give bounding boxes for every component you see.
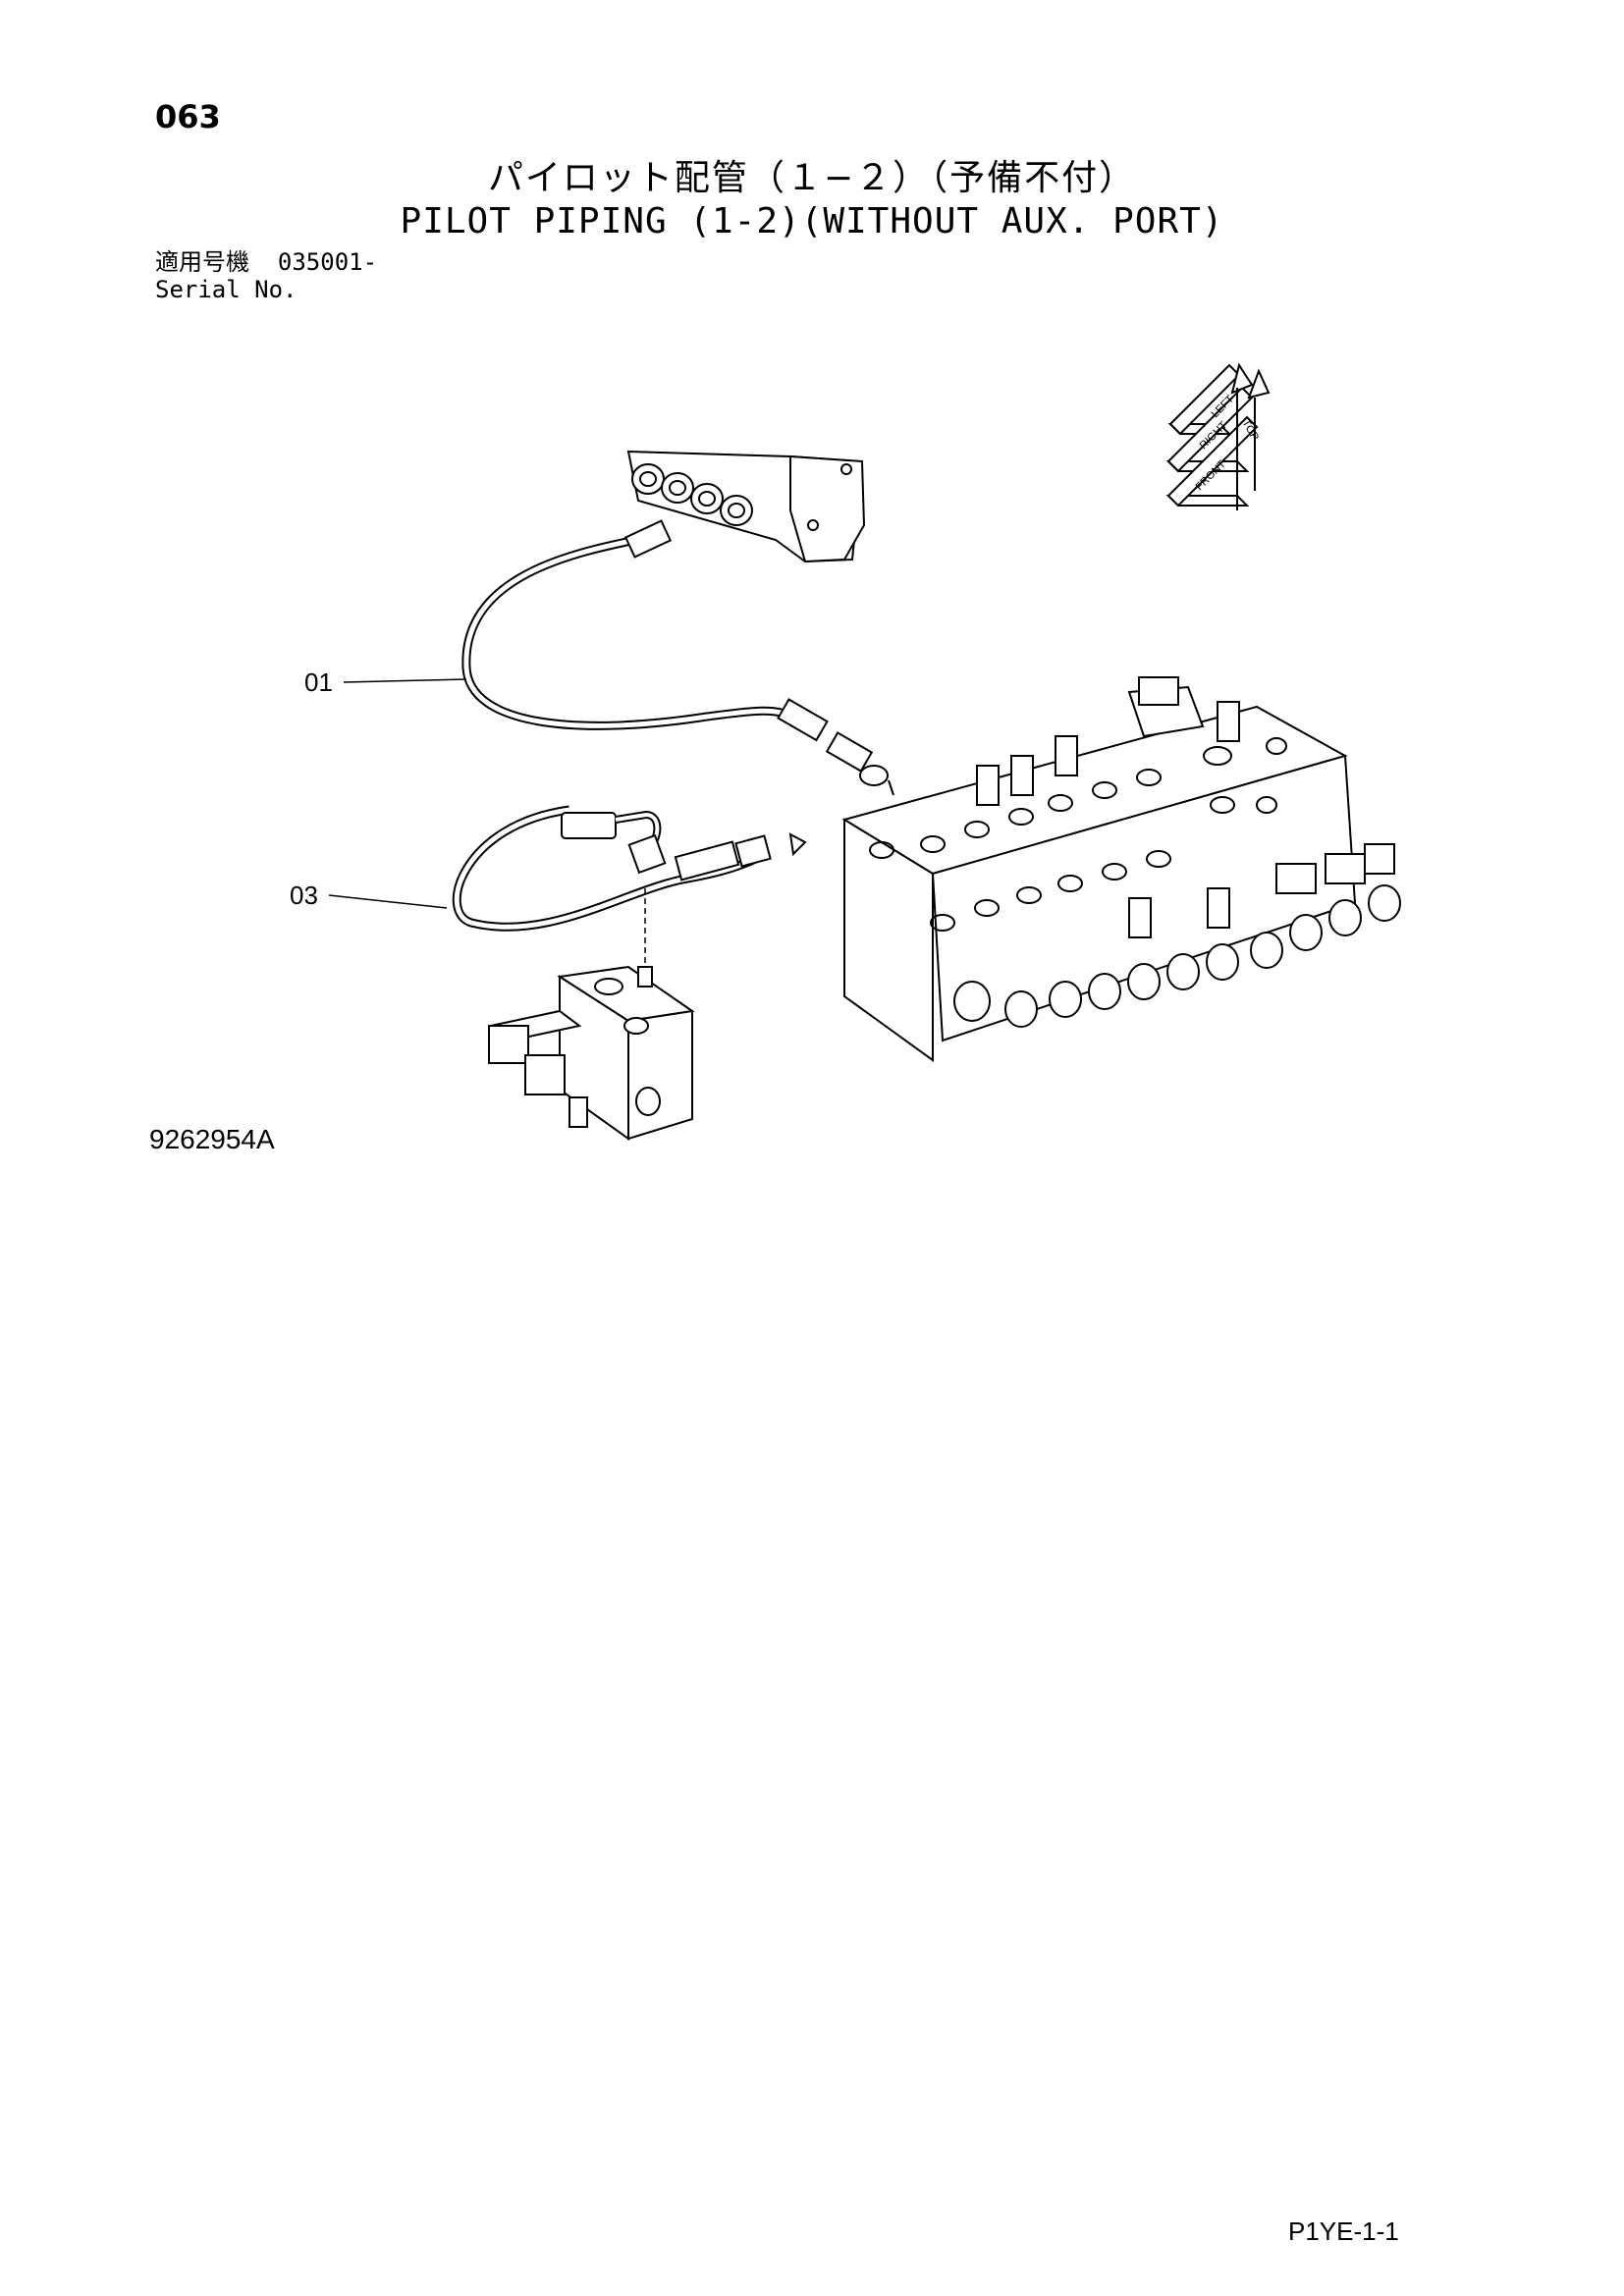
bracket-assembly bbox=[626, 450, 866, 563]
serial-info: 適用号機 035001- Serial No. bbox=[155, 248, 377, 303]
serial-label-japanese: 適用号機 bbox=[155, 248, 249, 276]
serial-label-english: Serial No. bbox=[155, 276, 298, 303]
valve-spool-caps bbox=[953, 884, 1401, 1028]
valve-ports-upper bbox=[869, 737, 1287, 859]
serial-value: 035001- bbox=[277, 248, 378, 276]
pilot-valve-block bbox=[488, 888, 695, 1141]
callout-01: 01 bbox=[304, 667, 333, 697]
hose-01 bbox=[461, 519, 894, 796]
leader-line-01 bbox=[343, 678, 467, 683]
leader-line-03 bbox=[328, 894, 448, 909]
orientation-indicator: RIGHT FRONT LEFT TOP bbox=[1165, 362, 1271, 510]
page-title-english: PILOT PIPING (1-2)(WITHOUT AUX. PORT) bbox=[400, 201, 1224, 241]
page-title-japanese: パイロット配管（１−２）（予備不付） bbox=[487, 158, 1137, 198]
valve-upper-fittings bbox=[976, 701, 1395, 938]
drawing-number: 9262954A bbox=[149, 1124, 275, 1154]
callout-03: 03 bbox=[290, 881, 318, 910]
control-valve-body bbox=[841, 676, 1401, 1062]
page-number: 063 bbox=[155, 98, 221, 135]
valve-ports-middle bbox=[930, 796, 1277, 932]
page-reference: P1YE-1-1 bbox=[1288, 2216, 1399, 2246]
hose-03 bbox=[452, 805, 807, 932]
